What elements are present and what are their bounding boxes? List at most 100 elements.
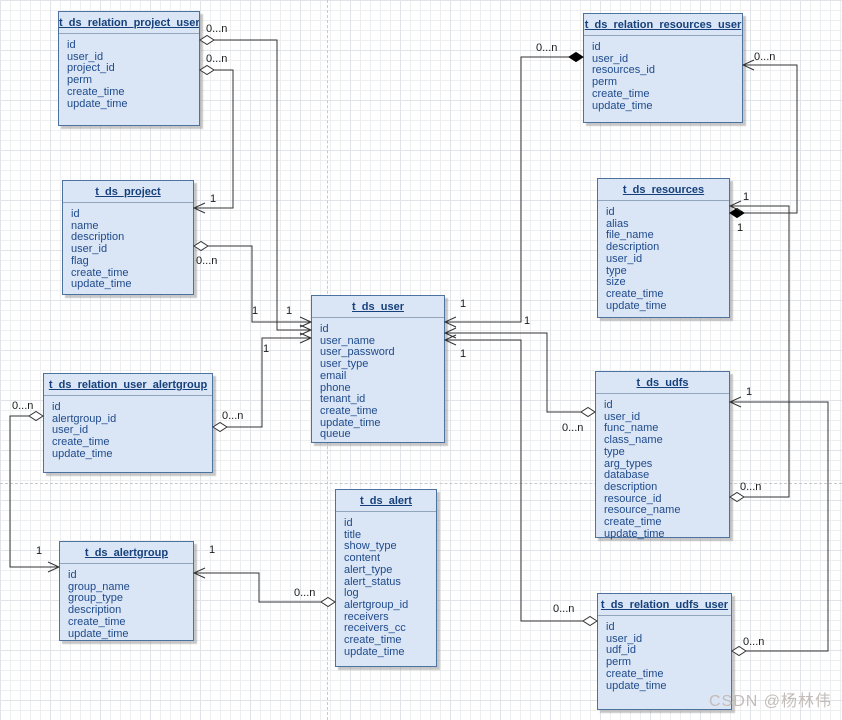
table-field: id <box>67 39 76 51</box>
table-title: t_ds_relation_project_user <box>59 12 199 34</box>
table-field: update_time <box>68 627 129 640</box>
table-field: flag <box>71 254 89 267</box>
table-field: type <box>606 264 627 277</box>
diamond-marker <box>212 421 228 433</box>
connector-relation-resources-user-to-user[interactable]: 0...n1 <box>443 42 584 328</box>
table-field: arg_types <box>604 457 653 470</box>
connector-relation-project-user-to-project[interactable]: 0...n1 <box>192 53 234 214</box>
table-field: description <box>68 604 122 617</box>
cardinality-label: 1 <box>737 222 743 234</box>
table-field: description <box>606 241 660 254</box>
connector-udfs-to-user[interactable]: 0...n 1 <box>443 315 596 434</box>
table-field: update_time <box>71 278 132 291</box>
cardinality-label: 1 <box>743 191 749 203</box>
table-field: perm <box>606 656 632 669</box>
table-field: group_name <box>68 580 130 593</box>
table-field: user_name <box>320 334 376 347</box>
table-field: size <box>606 276 626 289</box>
connector-line[interactable] <box>213 337 311 428</box>
table-field: id <box>344 517 353 529</box>
diamond-marker <box>582 615 598 627</box>
cardinality-label: 0...n <box>12 400 33 412</box>
table-field: create_time <box>320 404 378 417</box>
table-field: perm <box>592 76 618 89</box>
table-field: description <box>71 231 125 244</box>
table-field: resource_name <box>604 504 681 517</box>
table-title: t_ds_relation_resources_user <box>584 14 742 36</box>
connector-line[interactable] <box>194 572 335 603</box>
connector-relation-udfs-user-to-user[interactable]: 0...n 1 <box>443 334 598 627</box>
table-field: udf_id <box>606 644 636 657</box>
table-field: log <box>344 587 359 600</box>
connector-line[interactable] <box>194 69 234 209</box>
table-field: create_time <box>67 85 125 98</box>
connector-line[interactable] <box>200 39 311 331</box>
table-field: resource_id <box>604 492 662 505</box>
cardinality-label: 1 <box>209 544 215 556</box>
connector-alert-to-alertgroup[interactable]: 0...n 1 <box>192 544 336 608</box>
connector-line[interactable] <box>730 64 798 214</box>
diamond-marker <box>28 410 44 422</box>
connector-project-to-user[interactable]: 0...n1 <box>193 240 313 328</box>
table-title: t_ds_project <box>63 181 193 203</box>
connector-line[interactable] <box>445 339 597 622</box>
table-field: alertgroup_id <box>344 598 409 611</box>
table-field: tenant_id <box>320 393 366 406</box>
diamond-marker <box>199 64 215 76</box>
cardinality-arrow <box>299 316 313 328</box>
table-field: create_time <box>604 516 662 529</box>
connector-line[interactable] <box>445 332 595 413</box>
cardinality-arrow <box>443 316 457 328</box>
cardinality-arrow <box>741 59 755 71</box>
table-field: resources_id <box>592 64 655 77</box>
diamond-marker <box>199 34 215 46</box>
connector-line[interactable] <box>730 205 790 498</box>
connector-relation-project-user-to-user[interactable]: 0...n1 <box>199 23 313 336</box>
connector-relation-user-alertgroup-to-alertgroup[interactable]: 0...n 1 <box>9 400 61 573</box>
diamond-marker <box>580 406 596 418</box>
cardinality-label: 0...n <box>294 587 315 599</box>
table-field: user_id <box>71 243 108 256</box>
table-field: id <box>606 206 615 218</box>
table-field: database <box>604 469 650 482</box>
connector-line[interactable] <box>445 56 583 323</box>
connector-udfs-to-relation-udfs-user[interactable]: 0...n1 <box>728 386 829 657</box>
connector-relation-resources-user-to-resources[interactable]: 10...n <box>729 51 798 234</box>
table-field: update_time <box>604 527 665 540</box>
table-field: content <box>344 552 381 565</box>
cardinality-label: 1 <box>286 305 292 317</box>
cardinality-label: 1 <box>36 545 42 557</box>
table-field: id <box>68 569 77 581</box>
table-field: update_time <box>67 97 128 110</box>
table-field: id <box>606 621 615 633</box>
connector-relation-user-alertgroup-to-user[interactable]: 0...n1 <box>212 332 313 433</box>
connector-line[interactable] <box>194 245 311 323</box>
connector-line[interactable] <box>9 415 59 568</box>
cardinality-label: 0...n <box>222 410 243 422</box>
cardinality-label: 1 <box>746 386 752 398</box>
table-title: t_ds_resources <box>598 179 729 201</box>
connector-udfs-to-resources[interactable]: 0...n1 <box>728 191 790 503</box>
table-field: phone <box>320 381 351 394</box>
table-title: t_ds_relation_user_alertgroup <box>44 374 212 396</box>
table-field: group_type <box>68 592 124 605</box>
cardinality-label: 0...n <box>562 422 583 434</box>
cardinality-label: 1 <box>460 348 466 360</box>
table-field: update_time <box>320 416 381 429</box>
table-field: alert_type <box>344 563 393 576</box>
connector-line[interactable] <box>730 401 829 652</box>
